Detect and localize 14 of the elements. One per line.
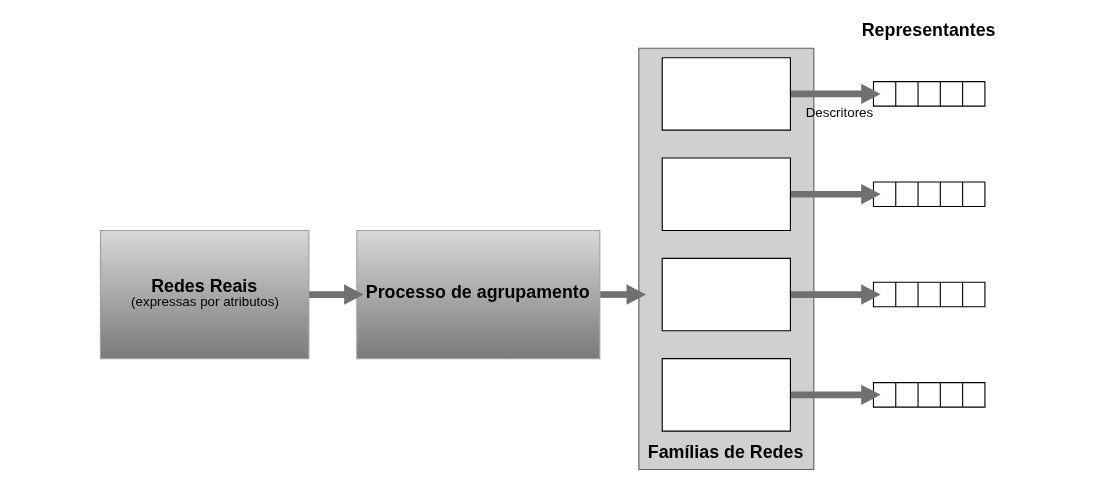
node-box: Processo de agrupamento xyxy=(355,229,600,360)
arrow xyxy=(790,83,881,105)
node-box xyxy=(661,257,791,332)
arrow xyxy=(790,184,881,205)
label: Representantes xyxy=(861,19,996,40)
arrow xyxy=(790,384,881,406)
arrow xyxy=(308,284,364,305)
node-box xyxy=(661,57,791,131)
node-box xyxy=(661,358,791,432)
node-box: Redes Reais (expressas por atributos) xyxy=(99,229,309,360)
node-label: Descritores xyxy=(805,105,873,121)
arrow xyxy=(790,284,881,305)
arrow xyxy=(599,284,646,305)
node-box xyxy=(661,157,791,231)
